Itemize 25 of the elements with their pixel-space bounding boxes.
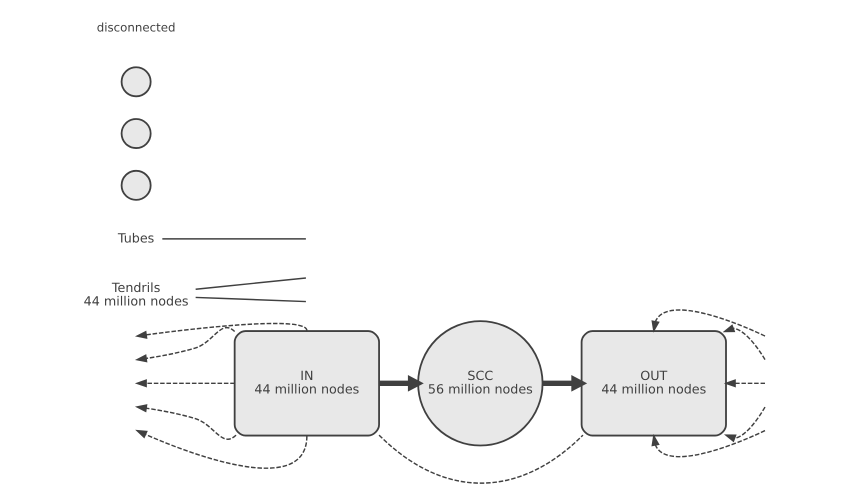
arrow bbox=[379, 375, 424, 392]
connector bbox=[196, 296, 306, 302]
arrow bbox=[651, 430, 766, 458]
arrow bbox=[724, 406, 766, 442]
arrow bbox=[724, 379, 765, 388]
connector bbox=[162, 238, 306, 240]
arrow bbox=[134, 379, 235, 388]
node-text: Tendrils 44 million nodes bbox=[84, 280, 189, 308]
node-circle bbox=[120, 118, 152, 149]
arrow bbox=[134, 322, 308, 339]
connector bbox=[196, 277, 306, 290]
node-circle bbox=[120, 170, 152, 201]
arrow bbox=[134, 404, 236, 440]
node-circle bbox=[120, 66, 152, 98]
node-circle: SCC 56 million nodes bbox=[417, 320, 544, 446]
arrow bbox=[722, 324, 766, 360]
node-text: Tubes bbox=[118, 230, 154, 246]
arrow bbox=[134, 327, 236, 362]
label: disconnected bbox=[96, 20, 176, 34]
arrow bbox=[651, 309, 766, 337]
arrow bbox=[542, 375, 588, 392]
arrow bbox=[135, 430, 308, 469]
node-box: IN 44 million nodes bbox=[234, 330, 380, 436]
connector bbox=[378, 434, 584, 484]
node-box: OUT 44 million nodes bbox=[580, 330, 727, 436]
